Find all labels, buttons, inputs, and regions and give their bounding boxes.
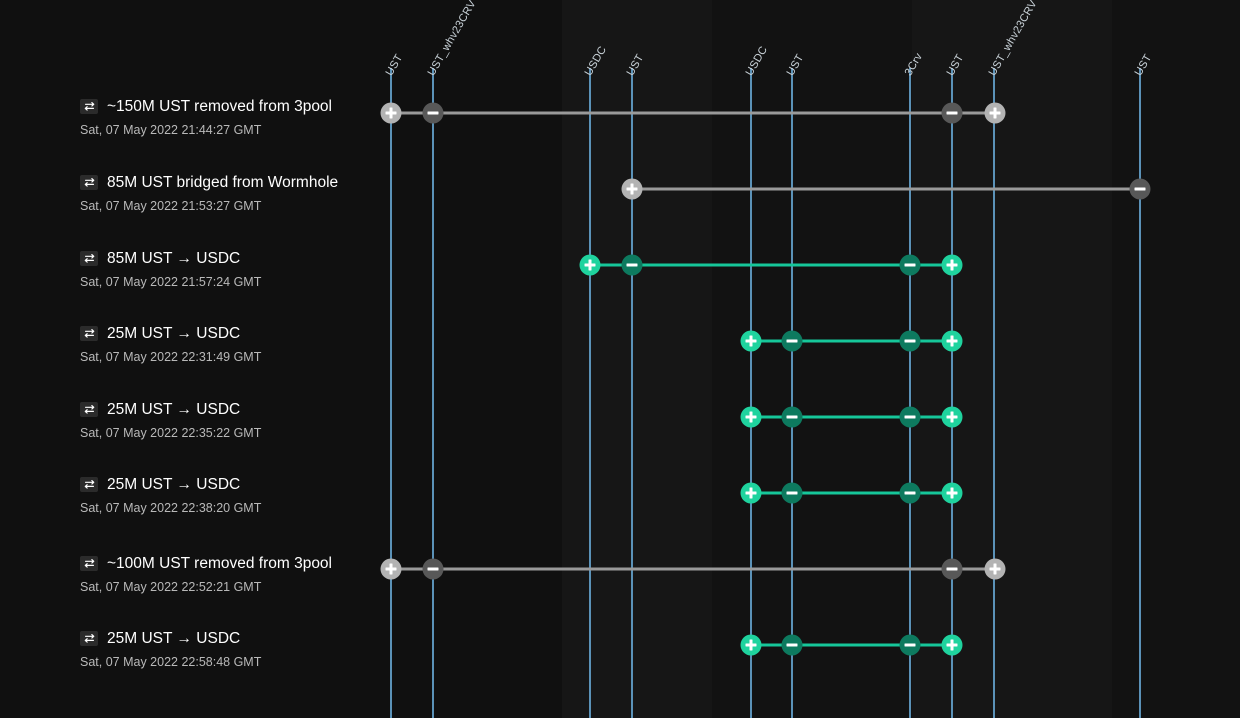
plus-node-icon[interactable] [621,178,643,200]
plus-node-icon[interactable] [941,406,963,428]
plus-node-icon[interactable] [740,330,762,352]
plus-node-icon[interactable] [579,254,601,276]
transaction-title: 85M UST bridged from Wormhole [80,175,338,191]
minus-node-icon[interactable] [1129,178,1151,200]
transaction-timestamp: Sat, 07 May 2022 21:44:27 GMT [80,122,262,137]
swap-arrows-icon [80,326,98,342]
transaction-title: 25M UST → USDC [80,402,261,418]
transaction-title: 85M UST → USDC [80,251,261,267]
swap-arrows-icon [80,631,98,647]
swap-arrows-icon [80,402,98,418]
transaction-title: ~150M UST removed from 3pool [80,99,332,115]
plus-node-icon[interactable] [740,482,762,504]
transaction-timestamp: Sat, 07 May 2022 21:57:24 GMT [80,274,262,289]
minus-node-icon[interactable] [781,330,803,352]
minus-node-icon[interactable] [781,406,803,428]
minus-node-icon[interactable] [781,634,803,656]
flow-connector-bar [391,567,995,571]
minus-node-icon[interactable] [899,330,921,352]
chain-line-ust-whv23crv [432,68,434,718]
minus-node-icon[interactable] [899,254,921,276]
plus-node-icon[interactable] [740,406,762,428]
plus-node-icon[interactable] [941,330,963,352]
minus-node-icon[interactable] [941,102,963,124]
transaction-title-text: 85M UST → USDC [107,250,241,267]
transaction-label-block: 25M UST → USDC Sat, 07 May 2022 22:35:22 … [80,402,261,439]
minus-node-icon[interactable] [899,634,921,656]
transaction-timestamp: Sat, 07 May 2022 22:38:20 GMT [80,500,262,515]
plus-node-icon[interactable] [380,102,402,124]
minus-node-icon[interactable] [941,558,963,580]
chain-line-ust [1139,68,1141,718]
transaction-title-text: ~150M UST removed from 3pool [107,98,332,115]
background-band-4 [1112,0,1240,718]
flow-connector-bar [751,491,952,495]
flow-connector-bar [590,263,952,267]
transaction-title: 25M UST → USDC [80,631,261,647]
swap-arrows-icon [80,175,98,191]
chain-line-ust [631,68,633,718]
transaction-timestamp: Sat, 07 May 2022 22:35:22 GMT [80,425,262,440]
chain-line-ust [791,68,793,718]
swap-arrows-icon [80,99,98,115]
swap-arrows-icon [80,556,98,572]
chain-line-usdc [589,68,591,718]
plus-node-icon[interactable] [380,558,402,580]
minus-node-icon[interactable] [422,102,444,124]
plus-node-icon[interactable] [984,558,1006,580]
flow-connector-bar [751,643,952,647]
transaction-title-text: 25M UST → USDC [107,401,241,418]
transaction-timestamp: Sat, 07 May 2022 21:53:27 GMT [80,198,262,213]
minus-node-icon[interactable] [621,254,643,276]
transaction-label-block: 25M UST → USDC Sat, 07 May 2022 22:38:20 … [80,477,261,514]
plus-node-icon[interactable] [941,482,963,504]
transaction-title-text: 85M UST bridged from Wormhole [107,174,339,191]
plus-node-icon[interactable] [740,634,762,656]
swap-arrows-icon [80,477,98,493]
plus-node-icon[interactable] [941,254,963,276]
transaction-timestamp: Sat, 07 May 2022 22:52:21 GMT [80,579,262,594]
chain-line-usdc [750,68,752,718]
transaction-label-block: 85M UST → USDC Sat, 07 May 2022 21:57:24 … [80,251,261,288]
transaction-title-text: 25M UST → USDC [107,325,241,342]
transaction-title: 25M UST → USDC [80,477,261,493]
chain-line-3crv [909,68,911,718]
plus-node-icon[interactable] [984,102,1006,124]
minus-node-icon[interactable] [422,558,444,580]
transaction-title: 25M UST → USDC [80,326,261,342]
minus-node-icon[interactable] [781,482,803,504]
transaction-title-text: ~100M UST removed from 3pool [107,555,332,572]
chain-line-ust [390,68,392,718]
transaction-title-text: 25M UST → USDC [107,630,241,647]
minus-node-icon[interactable] [899,406,921,428]
flow-connector-bar [751,415,952,419]
flow-connector-bar [632,187,1140,191]
minus-node-icon[interactable] [899,482,921,504]
transaction-title-text: 25M UST → USDC [107,476,241,493]
chain-line-ust [951,68,953,718]
flow-connector-bar [391,111,995,115]
transaction-timestamp: Sat, 07 May 2022 22:58:48 GMT [80,654,262,669]
transaction-timestamp: Sat, 07 May 2022 22:31:49 GMT [80,349,262,364]
flow-connector-bar [751,339,952,343]
transaction-label-block: 25M UST → USDC Sat, 07 May 2022 22:31:49 … [80,326,261,363]
chain-line-ust-whv23crv [993,68,995,718]
background-band-0 [0,0,562,718]
background-band-1 [562,0,712,718]
transaction-label-block: 25M UST → USDC Sat, 07 May 2022 22:58:48 … [80,631,261,668]
plus-node-icon[interactable] [941,634,963,656]
swap-arrows-icon [80,251,98,267]
background-band-2 [712,0,912,718]
transaction-title: ~100M UST removed from 3pool [80,556,332,572]
